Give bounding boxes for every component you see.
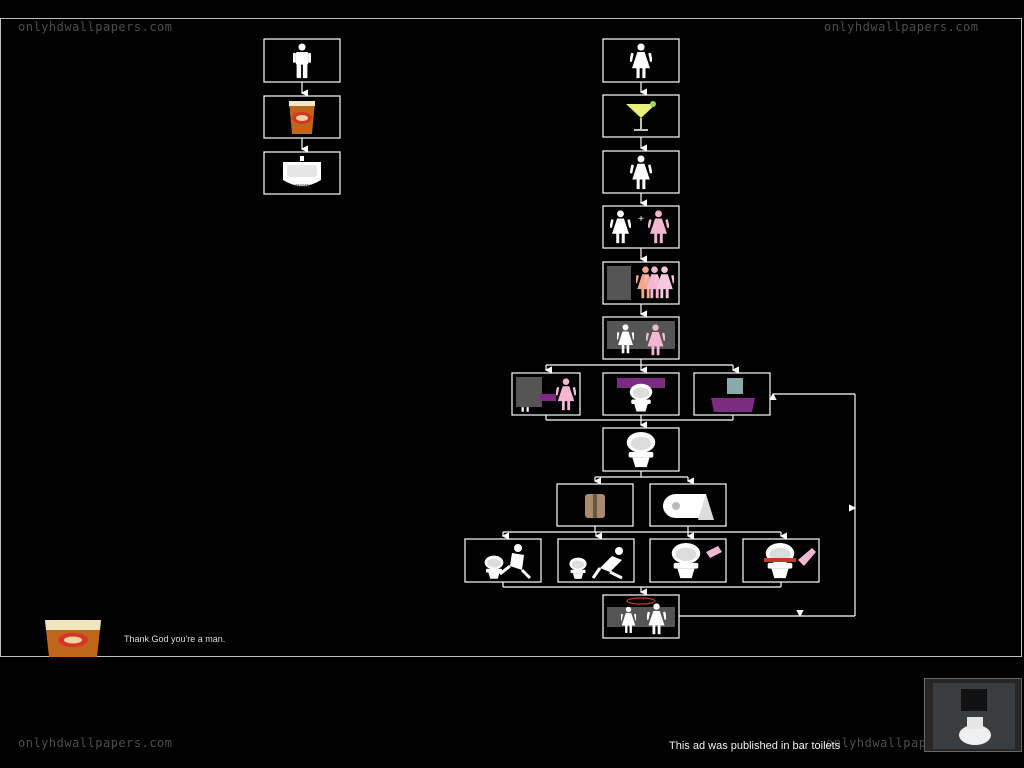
woman-icon	[630, 155, 652, 190]
stall-icon	[607, 321, 675, 356]
two-women-icon: +	[610, 210, 669, 244]
posture-hover-icon	[484, 544, 532, 580]
cocktail-icon	[626, 101, 656, 131]
poster-frame	[0, 18, 1022, 657]
svg-text:+: +	[638, 214, 644, 225]
watermark-top-right: onlyhdwallpapers.com	[824, 20, 979, 34]
ad-tagline: Thank God you're a man.	[124, 634, 226, 644]
purse-hook-icon	[711, 378, 755, 412]
beer-glass-icon	[289, 101, 315, 134]
bathroom-choice-hover-icon: ▮ ▮	[516, 377, 576, 413]
toilet-paper-full-icon	[663, 494, 714, 520]
woman-icon	[630, 43, 652, 79]
watermark-bottom-left: onlyhdwallpapers.com	[18, 736, 173, 750]
posture-foot-flush-icon	[764, 542, 816, 579]
man-icon	[293, 43, 311, 79]
toilet-icon	[626, 431, 656, 468]
urinal-icon: wwww	[283, 156, 321, 189]
svg-text:▮ ▮: ▮ ▮	[521, 407, 529, 413]
posture-squat-icon	[569, 547, 623, 580]
posture-wipe-seat-icon	[671, 542, 722, 579]
stall-exit-icon	[607, 597, 675, 635]
beer-product-icon	[45, 620, 101, 657]
queue-icon	[607, 266, 674, 300]
bar-toilet-photo	[924, 678, 1022, 752]
seat-cover-icon	[617, 378, 665, 412]
watermark-top-left: onlyhdwallpapers.com	[18, 20, 173, 34]
svg-text:wwww: wwww	[295, 183, 310, 189]
toilet-paper-empty-icon	[585, 494, 605, 518]
publication-note: This ad was published in bar toilets	[669, 740, 841, 752]
